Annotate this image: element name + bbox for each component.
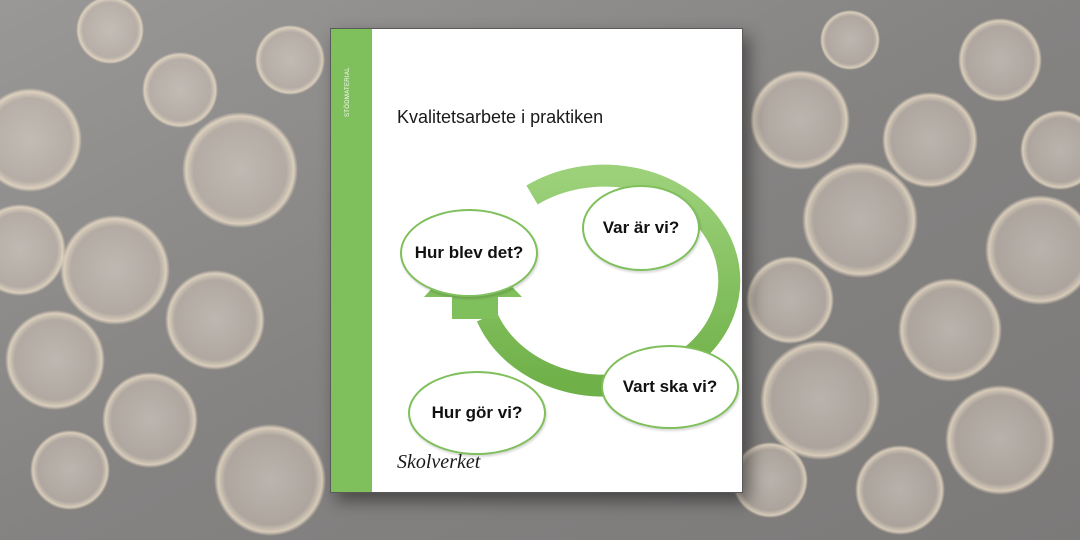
step-hur-gor-vi: Hur gör vi? [408,371,546,455]
book-cover: STÖDMATERIAL Kvalitetsarbete i praktiken… [330,28,743,493]
cycle-arrow [476,164,741,397]
cycle-diagram: Var är vi? Vart ska vi? Hur gör vi? Hur … [372,139,742,455]
cover-spine-band: STÖDMATERIAL [331,29,372,492]
step-vart-ska-vi: Vart ska vi? [601,345,739,429]
step-var-ar-vi: Var är vi? [582,185,700,271]
book-title: Kvalitetsarbete i praktiken [397,107,604,127]
publisher-logo: Skolverket [397,451,481,473]
step-hur-blev-det: Hur blev det? [400,209,538,297]
spine-label: STÖDMATERIAL [345,67,351,117]
